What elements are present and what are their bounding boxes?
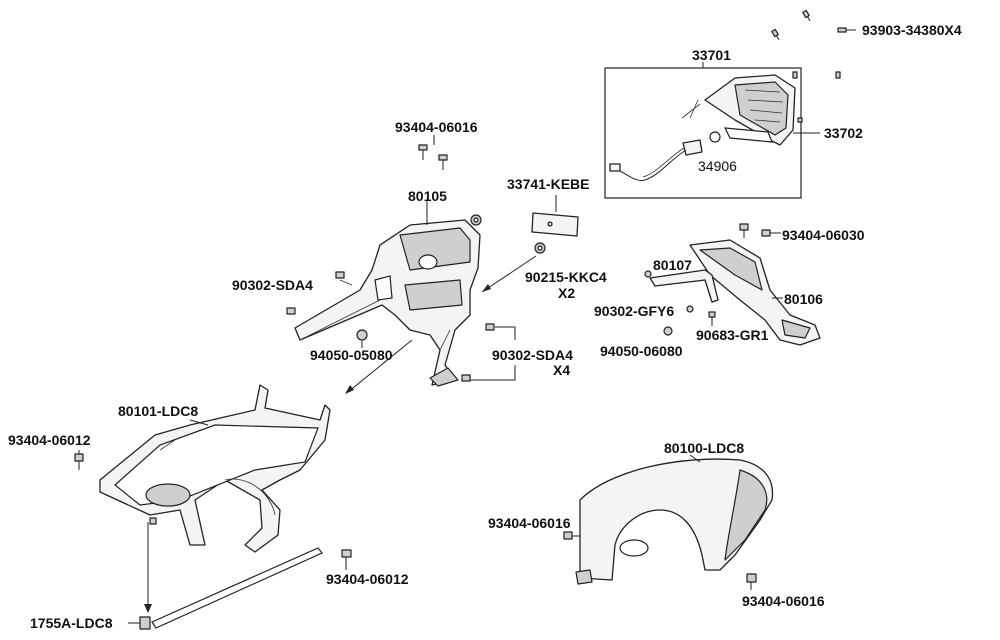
bolt-icon xyxy=(792,71,798,79)
bolt-icon xyxy=(563,531,580,540)
nut-icon xyxy=(470,214,482,226)
bolt-icon xyxy=(771,28,780,41)
bracket-top xyxy=(399,227,471,271)
bolt-icon xyxy=(686,305,694,313)
bulb-socket xyxy=(682,139,703,156)
label-93404-06030: 93404-06030 xyxy=(782,227,865,243)
label-33701: 33701 xyxy=(692,47,731,63)
label-33741-kebe: 33741-KEBE xyxy=(507,176,590,192)
label-90302-sda4-left: 90302-SDA4 xyxy=(232,277,313,293)
bolt-icon xyxy=(418,144,428,160)
label-93404-06016-top: 93404-06016 xyxy=(395,119,478,135)
label-90683-gr1: 90683-GR1 xyxy=(696,327,769,343)
rear-bracket-80105 xyxy=(294,219,481,387)
label-80105: 80105 xyxy=(408,188,447,204)
nut-icon xyxy=(356,329,368,341)
bolt-icon xyxy=(797,117,803,123)
label-80106: 80106 xyxy=(784,291,823,307)
bolt-icon xyxy=(837,27,856,33)
bolt-icon xyxy=(739,223,749,238)
label-80107: 80107 xyxy=(653,257,692,273)
label-93404-06012-bottom: 93404-06012 xyxy=(326,571,409,587)
bolt-icon xyxy=(708,311,716,326)
fender-body xyxy=(579,458,774,581)
wire-connector xyxy=(609,163,621,172)
label-94050-06080: 94050-06080 xyxy=(600,343,683,359)
bolt-icon xyxy=(761,229,781,237)
label-94050-05080: 94050-05080 xyxy=(310,347,393,363)
bolt-icon xyxy=(644,270,652,278)
label-90302-sda4-right: 90302-SDA4 xyxy=(492,347,573,363)
bracket-80107 xyxy=(649,269,719,303)
rear-cover-80106 xyxy=(689,239,821,346)
label-93404-06012-left: 93404-06012 xyxy=(8,432,91,448)
clip-icon xyxy=(461,374,471,382)
bolt-icon xyxy=(74,453,84,470)
bulb-icon xyxy=(709,131,721,143)
reflector-33741 xyxy=(531,212,579,237)
label-90215-kkc4: 90215-KKC4 xyxy=(525,269,607,285)
tail-light-group xyxy=(604,62,820,199)
label-93404-06016-bottom: 93404-06016 xyxy=(742,593,825,609)
label-93903-34380: 93903-34380X4 xyxy=(862,22,962,38)
under-tray-80101 xyxy=(99,384,331,553)
label-34906: 34906 xyxy=(698,158,737,174)
screws-93903 xyxy=(771,9,856,123)
label-80101-ldc8: 80101-LDC8 xyxy=(118,403,198,419)
label-x4: X4 xyxy=(553,362,570,378)
bolt-icon xyxy=(835,71,841,79)
label-1755a-ldc8: 1755A-LDC8 xyxy=(30,615,113,631)
tail-light-lens xyxy=(734,81,789,136)
strap-1755a xyxy=(151,547,323,629)
bolt-icon xyxy=(802,9,811,22)
nut-icon xyxy=(663,326,673,336)
clip-icon xyxy=(485,323,495,331)
nut-icon xyxy=(534,242,546,254)
label-x2: X2 xyxy=(558,285,575,301)
bolt-icon xyxy=(341,549,352,566)
label-93404-06016-mid: 93404-06016 xyxy=(488,515,571,531)
clip-icon xyxy=(335,271,345,279)
bolt-icon xyxy=(438,154,448,170)
rear-fender-80100 xyxy=(575,454,774,585)
label-33702: 33702 xyxy=(824,125,863,141)
label-90302-gfy6: 90302-GFY6 xyxy=(594,303,674,319)
label-80100-ldc8: 80100-LDC8 xyxy=(664,440,744,456)
lens-strip xyxy=(723,127,773,143)
clip-icon xyxy=(286,307,296,315)
bolt-icon xyxy=(746,573,757,590)
